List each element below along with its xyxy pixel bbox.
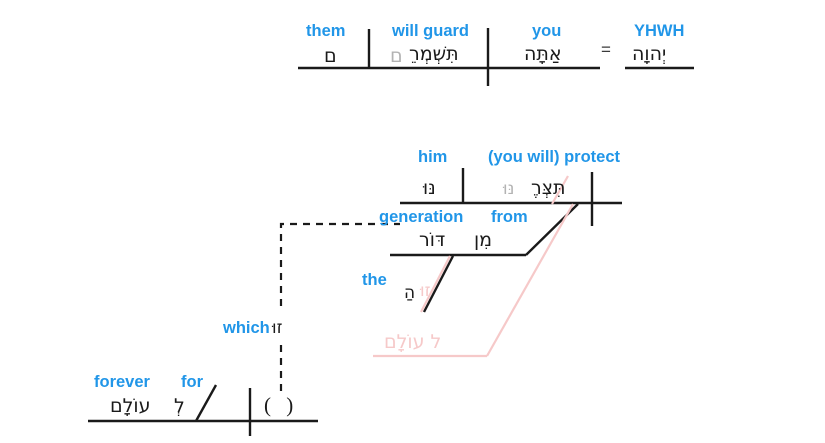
gloss-from: from bbox=[491, 208, 528, 226]
slant-from bbox=[525, 203, 579, 256]
gloss-you: you bbox=[532, 22, 562, 40]
hebrew-forever: עוֹלָם bbox=[110, 395, 151, 417]
gloss-will-guard: will guard bbox=[392, 22, 470, 40]
ghost-slant-leolam bbox=[486, 203, 574, 357]
gloss-protect: (you will) protect bbox=[488, 148, 620, 166]
gloss-the: the bbox=[362, 271, 387, 289]
hebrew-protect-suffix: נּוּ bbox=[503, 179, 515, 199]
hebrew-them: ם bbox=[324, 45, 337, 67]
gloss-him: him bbox=[418, 148, 448, 166]
placeholder-parens: ( ) bbox=[264, 393, 299, 417]
hebrew-will-guard-suffix: ם bbox=[390, 45, 403, 67]
gloss-forever: forever bbox=[94, 373, 150, 391]
gloss-yhwh: YHWH bbox=[634, 22, 685, 40]
gloss-which: which bbox=[223, 319, 270, 337]
gloss-for: for bbox=[181, 373, 203, 391]
equals-sign: = bbox=[601, 40, 611, 59]
gloss-generation: generation bbox=[379, 208, 464, 226]
hebrew-generation: דּוֹר bbox=[419, 229, 446, 251]
hebrew-protect: תִּצְּרֶ bbox=[531, 177, 566, 199]
hebrew-will-guard: תִּשְׁמְרֵ bbox=[409, 43, 459, 65]
hebrew-ghost-zu: זוּ bbox=[420, 281, 431, 301]
hebrew-for: לְ bbox=[174, 395, 185, 417]
hebrew-from: מִן bbox=[474, 229, 493, 251]
gloss-them: them bbox=[306, 22, 346, 40]
hebrew-which: זוּ bbox=[272, 318, 283, 338]
hebrew-you: אַתָּה bbox=[524, 43, 562, 65]
dashed-connector-upper bbox=[279, 222, 400, 306]
hebrew-the: הַ bbox=[404, 283, 416, 303]
hebrew-him: נּוּ bbox=[423, 177, 436, 199]
hebrew-ghost-leolam: ל עוֹלָם bbox=[384, 331, 442, 353]
hebrew-yhwh: יְהוָה bbox=[632, 43, 667, 65]
